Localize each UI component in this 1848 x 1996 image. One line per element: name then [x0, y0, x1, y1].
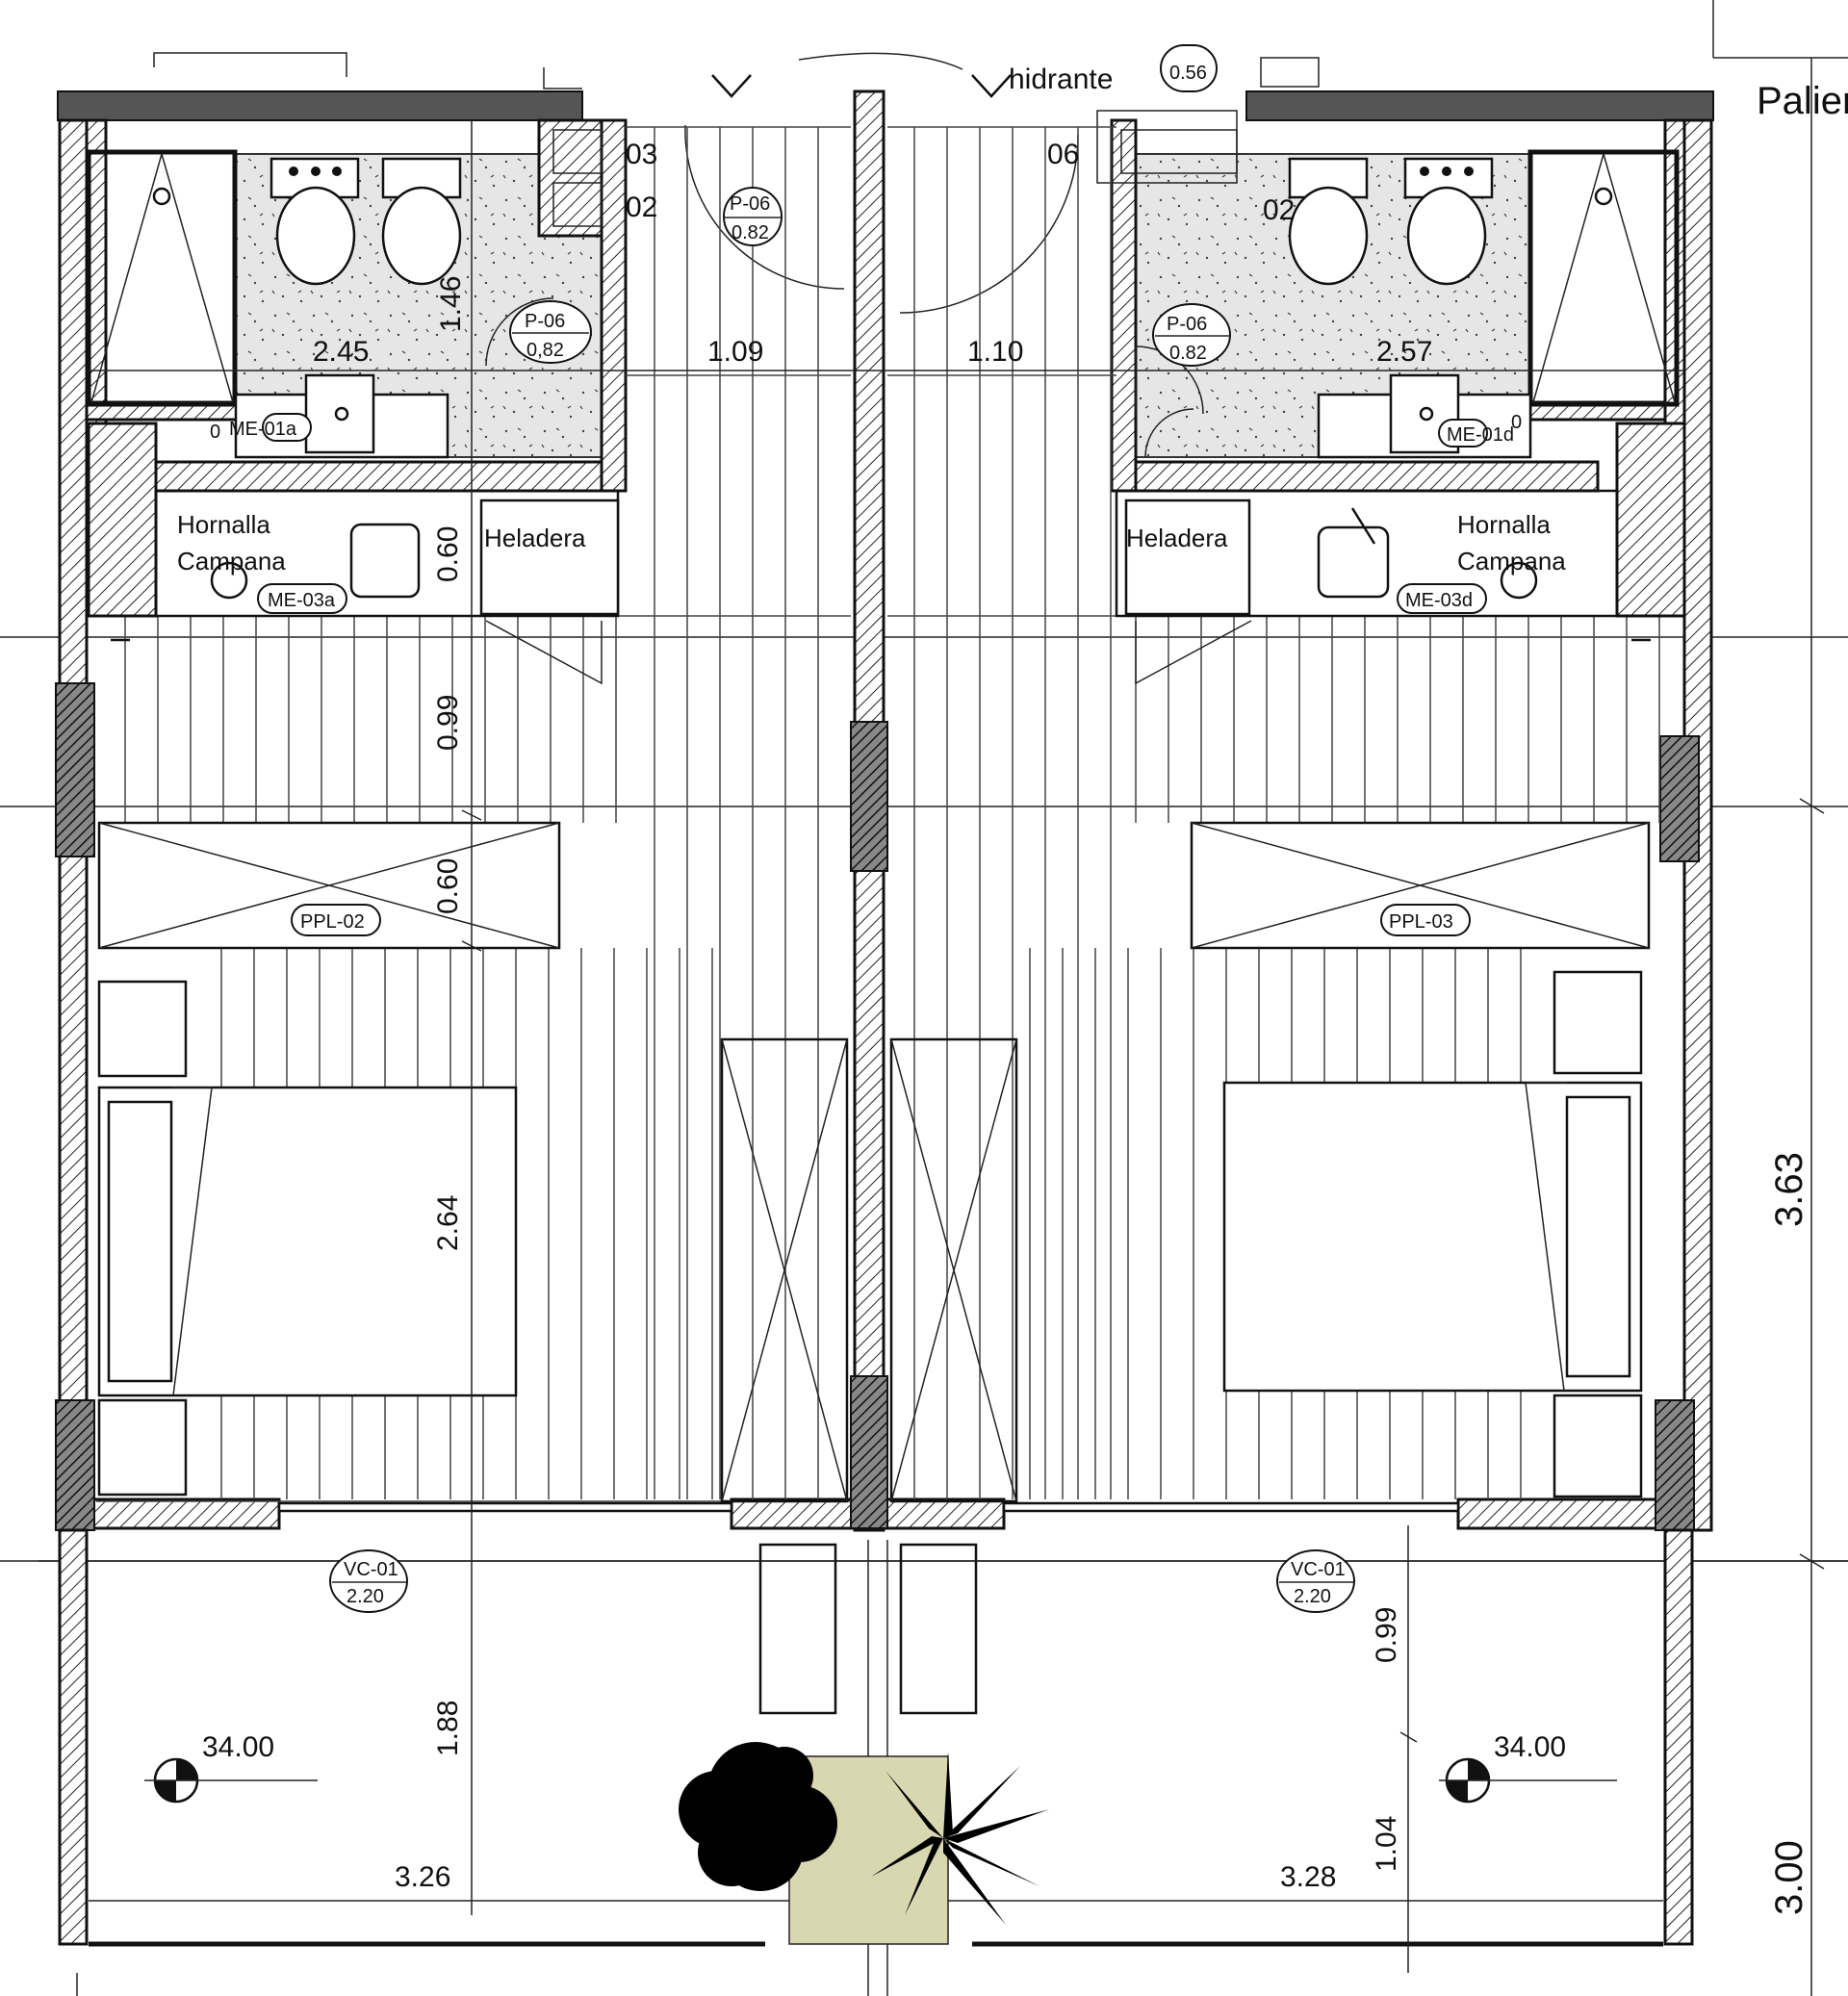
dim-bed-length: 2.64	[432, 1195, 464, 1251]
kitchen-right	[1115, 422, 1686, 685]
door-width-entry-left: 0.82	[732, 222, 769, 243]
door-tag-entry-left-shape	[723, 187, 783, 246]
dimension-lines	[87, 120, 1825, 1973]
window-right-code: VC-01	[1291, 1559, 1346, 1580]
dim-room-depth: 3.63	[1768, 1152, 1810, 1227]
landing-label: Palier	[1757, 80, 1848, 122]
window-tag-right-shape	[1276, 1549, 1355, 1613]
dim-balcony-width-left: 3.26	[395, 1861, 450, 1893]
kitchen-left-code: ME-03a	[268, 590, 336, 611]
level-left-value: 34.00	[202, 1731, 274, 1763]
bed-right	[1222, 970, 1643, 1498]
dim-hall-right: 1.10	[967, 336, 1023, 368]
dim-bath-left-depth: 1.46	[435, 276, 467, 332]
dim-balcony-depth-total: 3.00	[1768, 1840, 1810, 1915]
level-right-value: 34.00	[1494, 1731, 1566, 1763]
door-width-bath-right: 0.82	[1169, 343, 1207, 364]
window-left-code: VC-01	[344, 1559, 398, 1580]
cooktop-left-label: Hornalla	[177, 510, 270, 539]
tree-icon	[679, 1742, 837, 1891]
dim-balcony-lower-right: 1.04	[1371, 1816, 1402, 1872]
hydrant-dimension: 0.56	[1169, 63, 1207, 84]
dim-bath-left-width: 2.45	[313, 336, 369, 368]
top-cutoff	[153, 52, 1320, 98]
dim-balcony-width-right: 3.28	[1280, 1861, 1336, 1893]
closets-center	[720, 1037, 1018, 1503]
door-width-bath-left: 0,82	[526, 340, 564, 361]
wardrobe-left	[97, 821, 561, 950]
kitchen-left	[87, 422, 620, 685]
wardrobe-right-code: PPL-03	[1389, 911, 1453, 933]
dim-hall-left: 1.09	[707, 336, 763, 368]
stair-number-02-left: 02	[626, 192, 657, 223]
door-code-entry-left: P-06	[730, 193, 770, 215]
vanity-left-code: ME-01a	[229, 419, 297, 440]
vanity-right-code: ME-01d	[1447, 424, 1514, 446]
door-code-bath-right: P-06	[1167, 314, 1207, 335]
fridge-right-label: Heladera	[1126, 524, 1228, 552]
door-tag-bath-right-shape	[1152, 303, 1231, 367]
door-code-bath-left: P-06	[525, 311, 565, 332]
dim-kitchen-depth: 0.60	[432, 526, 464, 582]
window-right-height: 2.20	[1294, 1586, 1331, 1607]
level-marker-right	[1439, 1757, 1617, 1804]
dim-balcony-depth-left: 1.88	[432, 1701, 464, 1756]
cooktop-right-label: Hornalla	[1457, 510, 1551, 539]
fridge-left-label: Heladera	[484, 524, 586, 552]
dim-wardrobe-depth: 0.60	[432, 858, 464, 914]
window-tag-left-shape	[329, 1549, 408, 1613]
level-marker-left	[144, 1757, 318, 1804]
door-tag-bath-left-shape	[509, 300, 592, 364]
dim-balcony-upper-right: 0.99	[1371, 1607, 1402, 1663]
palm-icon	[871, 1752, 1049, 1925]
hydrant-label: hidrante	[1009, 64, 1113, 95]
wardrobe-right	[1190, 821, 1651, 950]
hood-left-label: Campana	[177, 547, 286, 576]
dim-aisle-depth: 0.99	[432, 695, 464, 751]
vanity-right-suffix: 0	[1511, 412, 1522, 433]
kitchen-right-code: ME-03d	[1405, 590, 1473, 611]
bed-left	[97, 980, 518, 1497]
stair-number-03: 03	[626, 139, 657, 170]
stair-number-02-right: 02	[1263, 194, 1295, 226]
entry-top	[552, 110, 1238, 314]
hood-right-label: Campana	[1457, 547, 1566, 576]
dim-bath-right-width: 2.57	[1376, 336, 1432, 368]
wardrobe-left-code: PPL-02	[300, 911, 365, 933]
stair-number-06: 06	[1047, 139, 1079, 170]
balcony	[58, 1528, 1694, 1947]
vanity-left-prefix: 0	[210, 422, 220, 443]
window-left-height: 2.20	[346, 1586, 384, 1607]
